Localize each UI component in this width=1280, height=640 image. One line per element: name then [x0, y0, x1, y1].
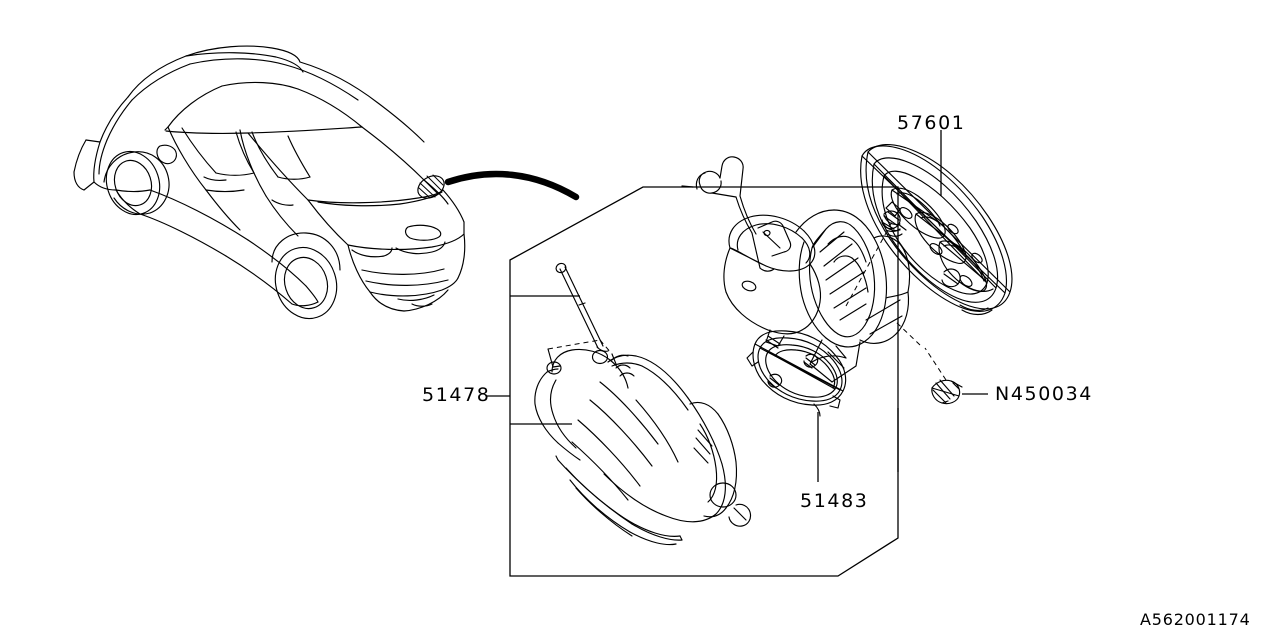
- lock-release-rod: [555, 262, 609, 352]
- trunk-lock-emblem-hatch: [417, 174, 445, 199]
- striker-base-plate: [723, 247, 822, 349]
- gasket-clip-upper: [803, 353, 819, 369]
- callout-arc: [444, 170, 580, 201]
- part-label-51483: 51483: [800, 490, 869, 512]
- part-label-n450034: N450034: [995, 383, 1093, 405]
- lock-housing-body: [534, 348, 752, 546]
- car-body-outline: [73, 45, 466, 320]
- push-clip-icon: [931, 379, 963, 405]
- garnish-outer-shell: [860, 144, 1013, 316]
- lock-bracket-dashed-plate: [547, 339, 617, 368]
- drawing-id: A562001174: [1140, 610, 1251, 629]
- part-label-57601: 57601: [897, 112, 966, 134]
- part-label-51478: 51478: [422, 384, 491, 406]
- release-wire-hook: [681, 156, 757, 235]
- gasket-clip-lower: [767, 373, 783, 389]
- striker-upper-ring: [728, 214, 816, 272]
